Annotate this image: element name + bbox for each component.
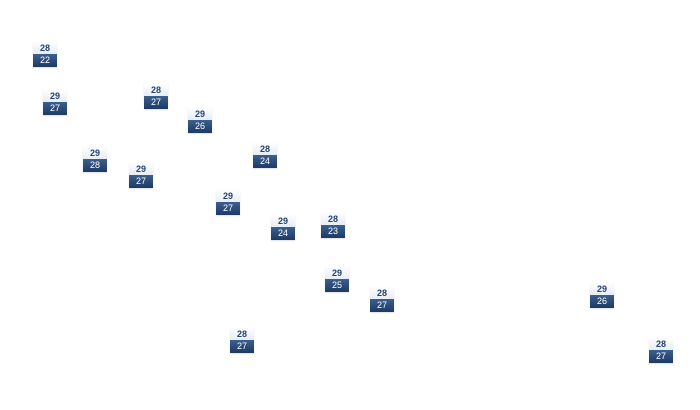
marker-top-value: 29 <box>83 146 107 159</box>
marker-top-value: 29 <box>188 107 212 120</box>
marker-top-value: 29 <box>129 162 153 175</box>
map-marker[interactable]: 29 27 <box>129 162 153 188</box>
marker-bottom-value: 27 <box>649 350 673 363</box>
map-marker[interactable]: 28 27 <box>370 286 394 312</box>
marker-bottom-value: 26 <box>590 295 614 308</box>
marker-bottom-value: 24 <box>271 227 295 240</box>
marker-top-value: 28 <box>649 337 673 350</box>
map-marker[interactable]: 28 27 <box>144 83 168 109</box>
marker-top-value: 29 <box>216 189 240 202</box>
map-marker[interactable]: 29 24 <box>271 214 295 240</box>
marker-top-value: 29 <box>271 214 295 227</box>
marker-top-value: 28 <box>321 212 345 225</box>
marker-bottom-value: 26 <box>188 120 212 133</box>
map-marker[interactable]: 28 24 <box>253 142 277 168</box>
marker-bottom-value: 27 <box>43 102 67 115</box>
map-marker[interactable]: 28 27 <box>649 337 673 363</box>
marker-bottom-value: 27 <box>216 202 240 215</box>
map-marker[interactable]: 28 22 <box>33 41 57 67</box>
marker-bottom-value: 23 <box>321 225 345 238</box>
marker-top-value: 28 <box>370 286 394 299</box>
marker-bottom-value: 27 <box>230 340 254 353</box>
marker-top-value: 28 <box>253 142 277 155</box>
map-marker[interactable]: 29 27 <box>43 89 67 115</box>
marker-bottom-value: 27 <box>370 299 394 312</box>
marker-bottom-value: 27 <box>144 96 168 109</box>
map-marker[interactable]: 28 27 <box>230 327 254 353</box>
map-marker[interactable]: 29 26 <box>188 107 212 133</box>
marker-top-value: 29 <box>590 282 614 295</box>
marker-top-value: 28 <box>33 41 57 54</box>
marker-top-value: 28 <box>144 83 168 96</box>
map-marker[interactable]: 29 28 <box>83 146 107 172</box>
marker-bottom-value: 24 <box>253 155 277 168</box>
marker-top-value: 29 <box>325 266 349 279</box>
marker-bottom-value: 25 <box>325 279 349 292</box>
marker-bottom-value: 22 <box>33 54 57 67</box>
map-marker[interactable]: 28 23 <box>321 212 345 238</box>
map-marker[interactable]: 29 27 <box>216 189 240 215</box>
marker-bottom-value: 28 <box>83 159 107 172</box>
map-marker[interactable]: 29 26 <box>590 282 614 308</box>
marker-top-value: 28 <box>230 327 254 340</box>
marker-bottom-value: 27 <box>129 175 153 188</box>
marker-top-value: 29 <box>43 89 67 102</box>
map-marker[interactable]: 29 25 <box>325 266 349 292</box>
